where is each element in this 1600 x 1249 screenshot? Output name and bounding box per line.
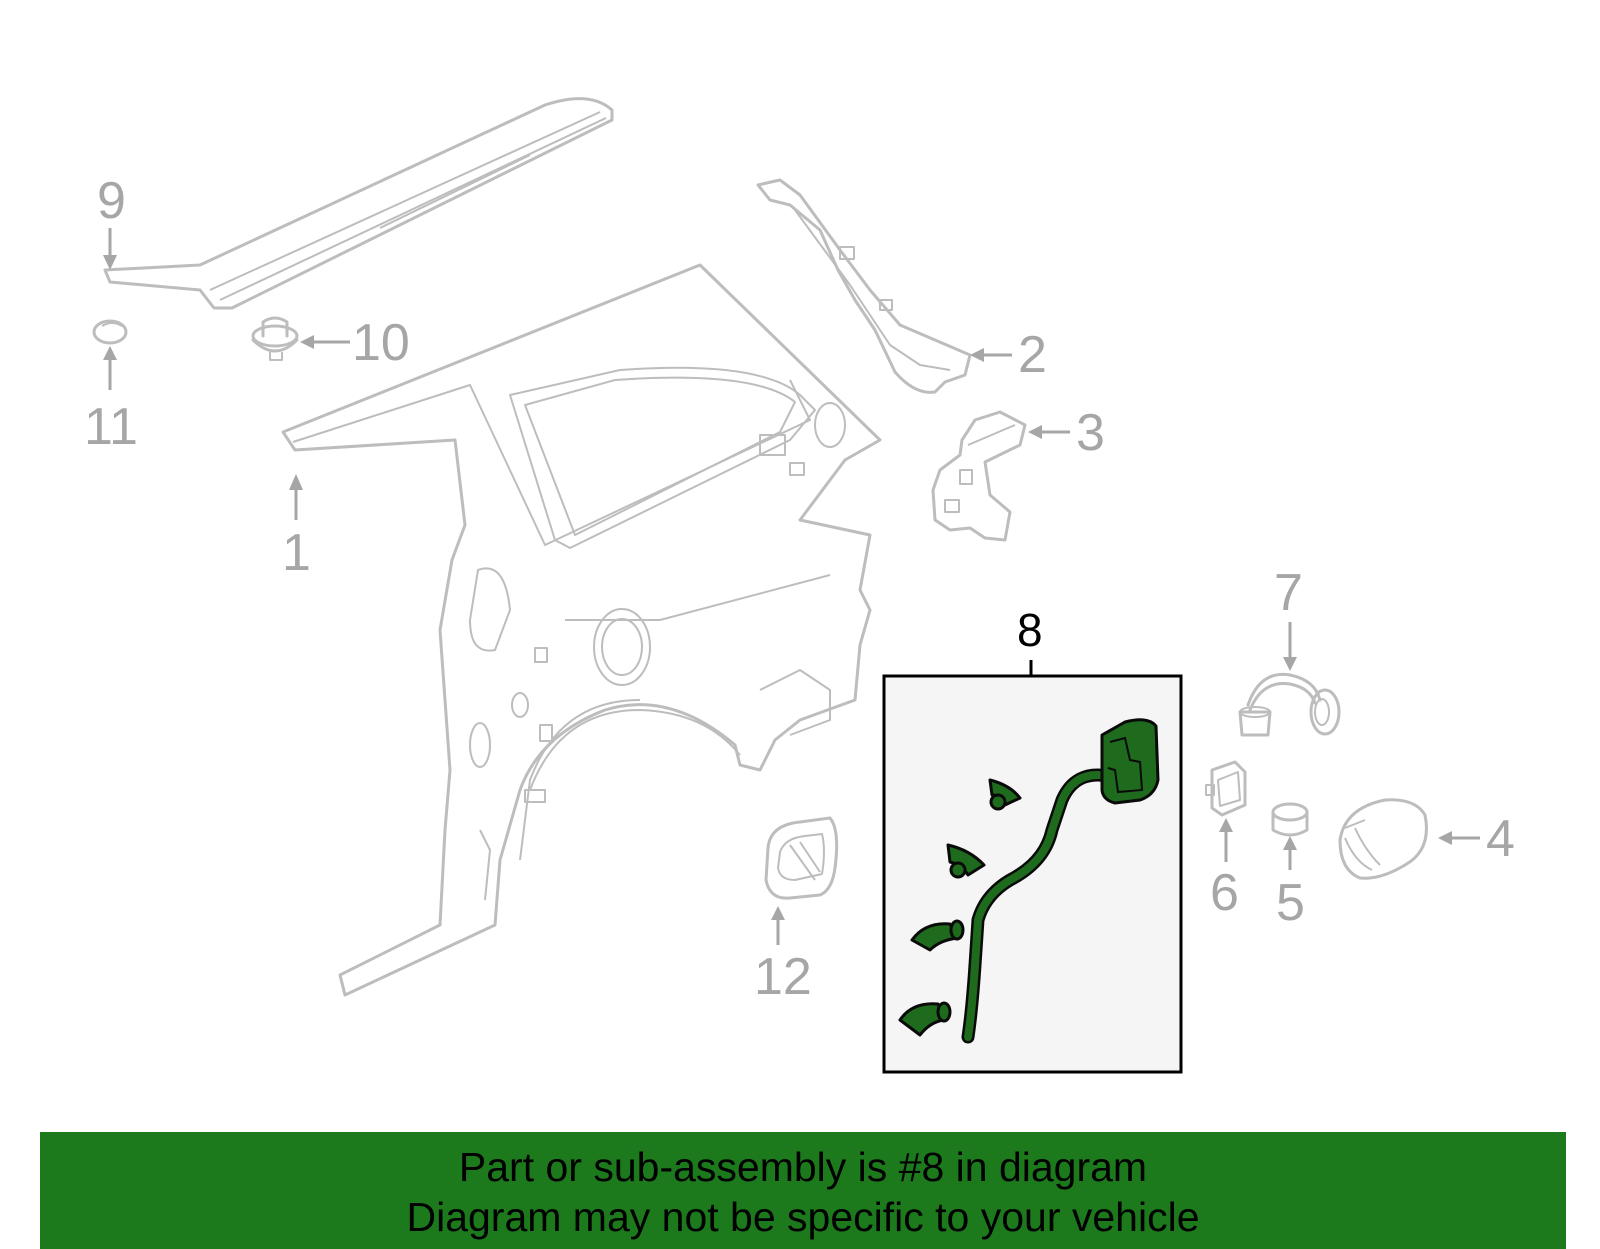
part-8-fuel-opener-cable[interactable] (898, 718, 1160, 1044)
info-banner: Part or sub-assembly is #8 in diagram Di… (40, 1132, 1566, 1249)
part-3-bracket[interactable] (931, 410, 1027, 542)
callout-4: 4 (1486, 810, 1515, 868)
part-12-fuel-housing[interactable] (764, 816, 839, 900)
part-1-quarter-panel[interactable] (281, 263, 882, 997)
callout-11: 11 (84, 398, 138, 456)
callout-2: 2 (1018, 326, 1047, 384)
banner-line-1: Part or sub-assembly is #8 in diagram (458, 1144, 1148, 1190)
part-5-bumper[interactable] (1271, 802, 1309, 837)
part-4-fuel-door[interactable] (1338, 798, 1428, 880)
callout-6: 6 (1210, 864, 1239, 922)
part-11-plug[interactable] (92, 319, 128, 345)
part-9-roof-rail[interactable] (103, 97, 614, 310)
callout-7: 7 (1274, 564, 1303, 622)
part-6-clip[interactable] (1205, 760, 1247, 817)
callout-9: 9 (97, 172, 126, 230)
parts-diagram: 1 2 3 4 5 6 7 8 9 10 11 12 (84, 97, 1515, 1074)
callout-5: 5 (1276, 874, 1305, 932)
banner-line-2: Diagram may not be specific to your vehi… (406, 1194, 1200, 1240)
part-2-pillar-bracket[interactable] (756, 178, 972, 394)
callout-10: 10 (352, 314, 410, 372)
part-7-tether[interactable] (1238, 672, 1341, 737)
callout-3: 3 (1076, 404, 1105, 462)
part-10-clip[interactable] (251, 316, 299, 361)
leader-lines (103, 228, 1480, 945)
callout-8: 8 (1017, 604, 1043, 656)
callout-labels: 1 2 3 4 5 6 7 8 9 10 11 12 (84, 172, 1515, 1006)
callout-1: 1 (282, 524, 311, 582)
callout-12: 12 (754, 948, 812, 1006)
